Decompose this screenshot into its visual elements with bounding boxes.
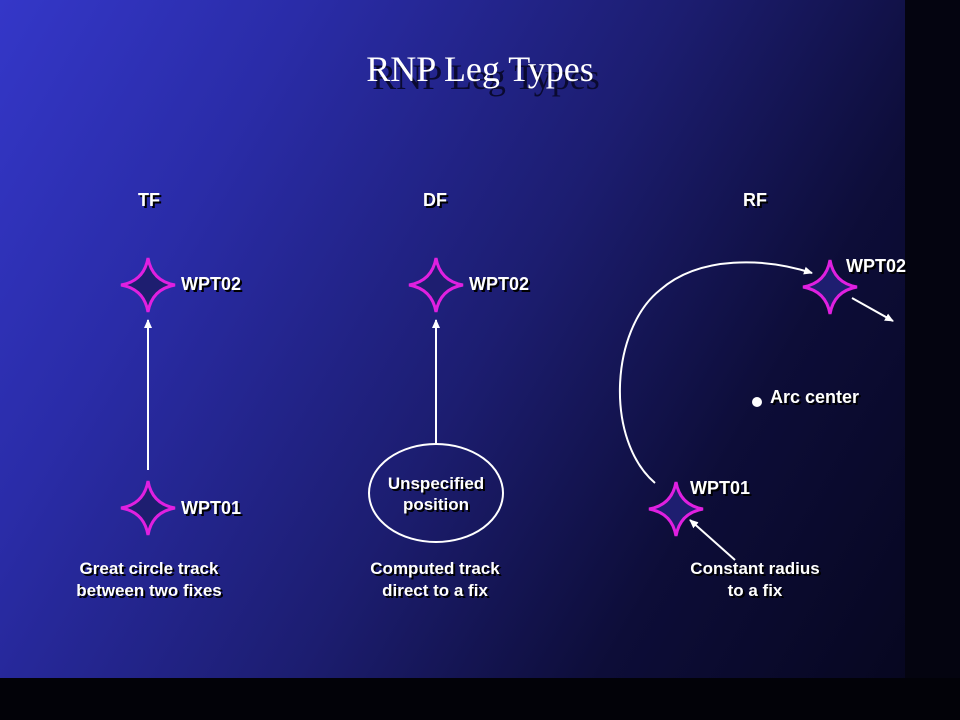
- right-border: [905, 0, 960, 720]
- rf-caption: Constant radius to a fix: [690, 559, 820, 600]
- tf-wpt02-icon: [120, 257, 176, 313]
- df-wpt02-label: WPT02: [469, 274, 530, 294]
- df-caption: Computed track direct to a fix: [370, 559, 500, 600]
- tf-wpt02-label: WPT02: [181, 274, 242, 294]
- df-heading: DF: [423, 190, 447, 210]
- rf-exit-line: [851, 297, 894, 322]
- rf-entry-line: [689, 519, 736, 561]
- arc-center-label: Arc center: [770, 387, 860, 407]
- tf-caption: Great circle track between two fixes: [76, 559, 222, 600]
- rf-wpt02-icon: [802, 259, 858, 315]
- bottom-border: [0, 678, 960, 720]
- df-start-oval: [368, 443, 504, 543]
- rf-wpt02-label: WPT02: [846, 256, 907, 276]
- tf-wpt01-icon: [120, 480, 176, 536]
- rf-heading: RF: [743, 190, 767, 210]
- page-title: RNP Leg Types: [366, 49, 594, 89]
- rf-wpt01-icon: [648, 481, 704, 537]
- rf-wpt01-label: WPT01: [690, 478, 751, 498]
- tf-heading: TF: [138, 190, 160, 210]
- rf-arc: [619, 261, 813, 484]
- tf-wpt01-label: WPT01: [181, 498, 242, 518]
- arc-center-dot: [752, 397, 762, 407]
- df-start-label: Unspecified position: [387, 474, 485, 514]
- df-wpt02-icon: [408, 257, 464, 313]
